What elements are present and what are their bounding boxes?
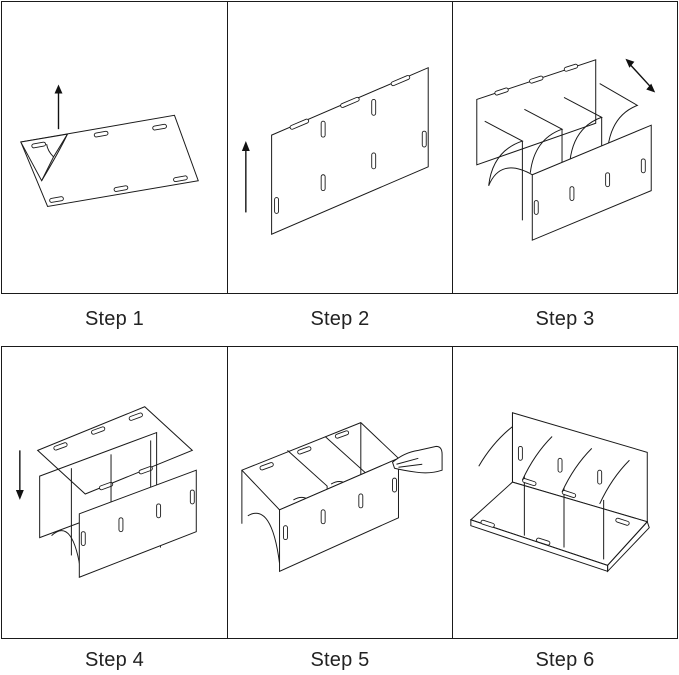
- step-3-panel: [452, 1, 678, 294]
- top-panel: [36, 406, 194, 495]
- step-2-label: Step 2: [310, 308, 370, 330]
- front-panel: [78, 469, 197, 578]
- step-4-illustration: [15, 406, 197, 578]
- step-6-illustration: [469, 412, 650, 573]
- upright-panel: [271, 66, 429, 235]
- double-arrow-icon: [628, 63, 652, 89]
- step-5-illustration: [241, 422, 443, 573]
- step-3-label: Step 3: [535, 308, 595, 330]
- step-6-panel: [452, 346, 678, 639]
- back-panel: [476, 59, 597, 166]
- step-1-illustration: [20, 84, 199, 208]
- step-3-illustration: [476, 58, 656, 241]
- front-panel: [531, 124, 652, 241]
- step-6-label: Step 6: [535, 649, 595, 671]
- step-2-illustration: [241, 66, 429, 235]
- step-4-label: Step 4: [84, 649, 145, 671]
- step-1-panel: [1, 1, 228, 294]
- hand-icon: [391, 445, 443, 474]
- divider-4: [599, 83, 639, 150]
- step-1-label: Step 1: [84, 308, 145, 330]
- step-2-panel: [227, 1, 453, 294]
- step-5-panel: [227, 346, 453, 639]
- step-4-panel: [1, 346, 228, 639]
- front-panel: [279, 457, 399, 573]
- step-5-label: Step 5: [310, 649, 370, 671]
